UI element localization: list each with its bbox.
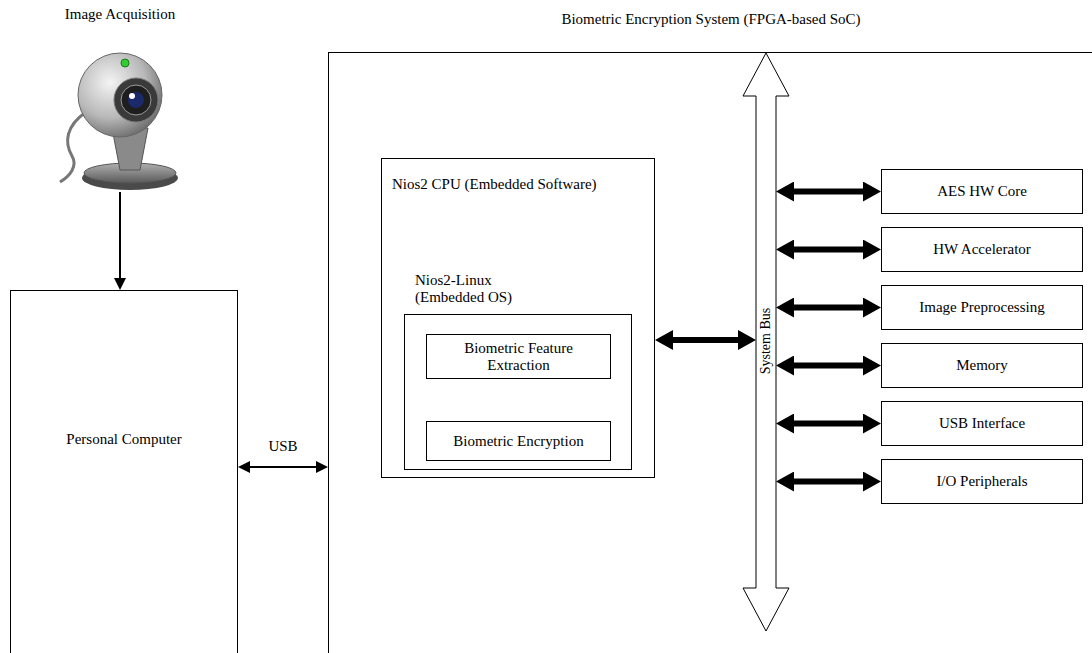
webcam-lens-glass <box>128 92 144 108</box>
webcam-lens-ring <box>114 78 158 122</box>
group-heading: Nios2 CPU (Embedded Software) <box>392 176 646 193</box>
block-label: I/O Peripherals <box>936 473 1027 490</box>
software-box: Biometric Encryption <box>426 421 611 461</box>
bus-connection <box>794 189 863 195</box>
hardware-block: Image Preprocessing <box>881 285 1083 330</box>
group-heading: Nios2-Linux (Embedded OS) <box>415 272 533 306</box>
system-bus: System Bus <box>756 53 776 631</box>
system-box: Biometric Feature ExtractionBiometric En… <box>328 52 1092 653</box>
software-box: Biometric Feature Extraction <box>426 334 611 379</box>
bus-connection <box>794 363 863 369</box>
bus-connection <box>794 305 863 311</box>
webcam-led <box>121 59 129 67</box>
block-label: Biometric Encryption <box>453 433 583 450</box>
bus-connection <box>794 421 863 427</box>
link-arrow <box>119 192 121 278</box>
bus-arrow-shape <box>743 53 789 631</box>
block-label: USB Interface <box>939 415 1025 432</box>
group-heading: Image Acquisition <box>50 6 190 23</box>
bus-connection <box>794 247 863 253</box>
computer-box: Personal Computer <box>10 290 238 653</box>
cpu-box: Biometric Feature ExtractionBiometric En… <box>381 158 655 478</box>
hardware-block: Memory <box>881 343 1083 388</box>
webcam-highlight <box>129 93 135 99</box>
hardware-block: USB Interface <box>881 401 1083 446</box>
webcam-body <box>78 53 162 137</box>
hardware-block: AES HW Core <box>881 169 1083 214</box>
bus-connection <box>673 337 738 343</box>
block-label: Memory <box>956 357 1008 374</box>
hardware-block: HW Accelerator <box>881 227 1083 272</box>
webcam-cable <box>60 112 86 182</box>
bus-connection <box>794 479 863 485</box>
block-label: Image Preprocessing <box>919 299 1044 316</box>
connection-label: USB <box>266 438 299 455</box>
webcam-lens <box>121 85 151 115</box>
block-label: Biometric Feature Extraction <box>433 340 604 374</box>
bus-label: System Bus <box>758 296 774 386</box>
webcam-node: Image Acquisition <box>50 6 190 192</box>
group-heading: Personal Computer <box>11 431 237 448</box>
hardware-block: I/O Peripherals <box>881 459 1083 504</box>
webcam-illustration <box>60 53 178 190</box>
block-label: AES HW Core <box>937 183 1027 200</box>
group-heading: Biometric Encryption System (FPGA-based … <box>511 11 911 28</box>
block-label: HW Accelerator <box>933 241 1031 258</box>
link-arrow <box>250 466 316 468</box>
os-box: Biometric Feature ExtractionBiometric En… <box>404 314 632 470</box>
